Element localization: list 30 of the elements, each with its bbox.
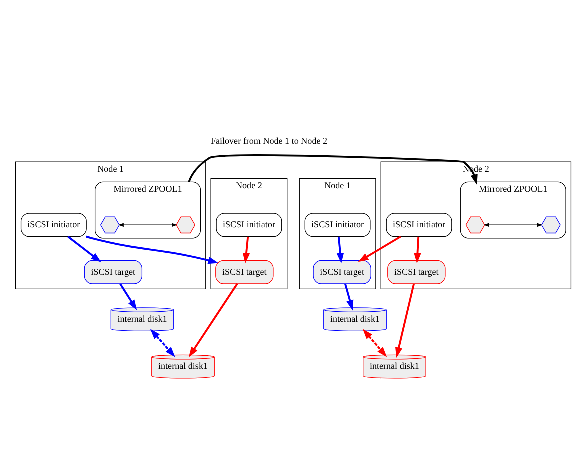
arrow — [358, 236, 402, 262]
node-hexagon — [176, 216, 196, 234]
arrow — [344, 284, 354, 311]
node-box: iSCSI target — [216, 260, 274, 284]
edge-label: Failover from Node 1 to Node 2 — [210, 136, 328, 146]
node-hexagon — [541, 216, 561, 234]
node-box: iSCSI target — [313, 260, 372, 284]
arrow — [120, 284, 138, 310]
node-box: iSCSI initiator — [20, 213, 87, 238]
arrow — [362, 329, 388, 358]
node-box: iSCSI target — [84, 260, 143, 284]
cluster: Mirrored ZPOOL1 — [95, 182, 202, 239]
node-box: iSCSI initiator — [304, 213, 371, 238]
arrow — [395, 284, 416, 358]
node-hexagon — [466, 216, 486, 234]
arrow — [118, 223, 178, 228]
arrow — [484, 223, 543, 228]
arrow — [188, 284, 238, 358]
node-box: iSCSI target — [388, 260, 446, 284]
arrow — [86, 236, 219, 264]
arrow — [150, 329, 176, 358]
node-hexagon — [100, 216, 120, 234]
arrow — [336, 236, 344, 264]
cluster: Mirrored ZPOOL1 — [460, 182, 566, 239]
arrow — [68, 236, 102, 262]
arrow — [188, 154, 478, 185]
node-box: iSCSI initiator — [216, 213, 282, 238]
arrow — [414, 236, 422, 264]
arrow — [242, 236, 250, 264]
node-box: iSCSI initiator — [386, 213, 452, 238]
